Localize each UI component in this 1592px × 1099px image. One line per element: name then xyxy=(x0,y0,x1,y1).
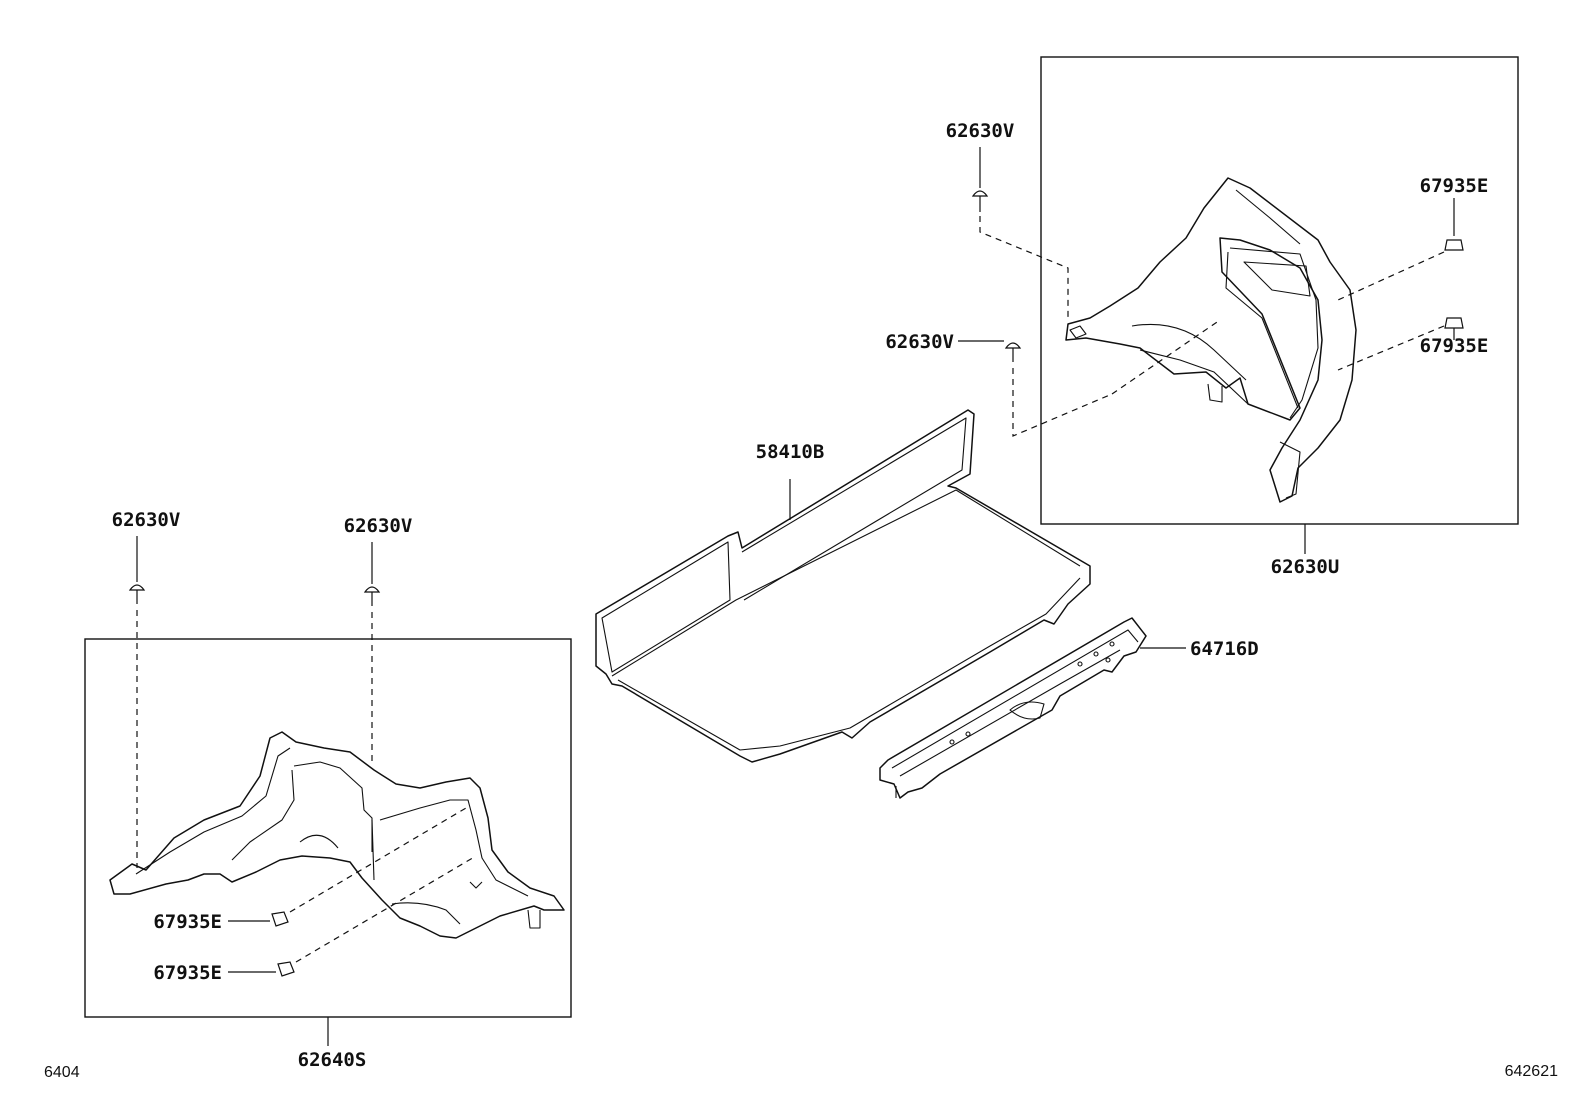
right-assembly-box xyxy=(1040,56,1519,525)
right-clip-top[interactable] xyxy=(971,147,989,212)
callout-67935e-right-upper: 67935E xyxy=(1420,175,1489,197)
callout-62630v-left-a: 62630V xyxy=(112,509,181,531)
tonneau-cover[interactable] xyxy=(595,409,1091,763)
left-quarter-trim-panel[interactable] xyxy=(109,731,565,939)
callout-58410b: 58410B xyxy=(756,441,825,463)
callout-62630v-mid: 62630V xyxy=(885,331,954,353)
right-nut-lower[interactable] xyxy=(1444,317,1464,340)
callout-62630u: 62630U xyxy=(1271,556,1340,578)
callout-67935e-right-lower: 67935E xyxy=(1420,335,1489,357)
callout-67935e-left-upper: 67935E xyxy=(153,911,222,933)
callout-62630v-top: 62630V xyxy=(946,120,1015,142)
callout-67935e-left-lower: 67935E xyxy=(153,962,222,984)
right-nut-upper[interactable] xyxy=(1444,198,1464,251)
right-clip-mid[interactable] xyxy=(958,340,1022,362)
callout-62640s: 62640S xyxy=(298,1049,367,1071)
left-clip-b[interactable] xyxy=(363,542,381,606)
right-quarter-trim-panel[interactable] xyxy=(1065,177,1357,503)
callout-64716d: 64716D xyxy=(1190,638,1259,660)
footer-left-code: 6404 xyxy=(44,1064,80,1081)
footer-right-code: 642621 xyxy=(1505,1063,1558,1080)
callout-62630v-left-b: 62630V xyxy=(344,515,413,537)
left-nut-lower[interactable] xyxy=(228,961,295,977)
left-clip-a[interactable] xyxy=(128,536,146,604)
left-nut-upper[interactable] xyxy=(228,911,289,927)
sill-plate[interactable] xyxy=(879,617,1147,799)
